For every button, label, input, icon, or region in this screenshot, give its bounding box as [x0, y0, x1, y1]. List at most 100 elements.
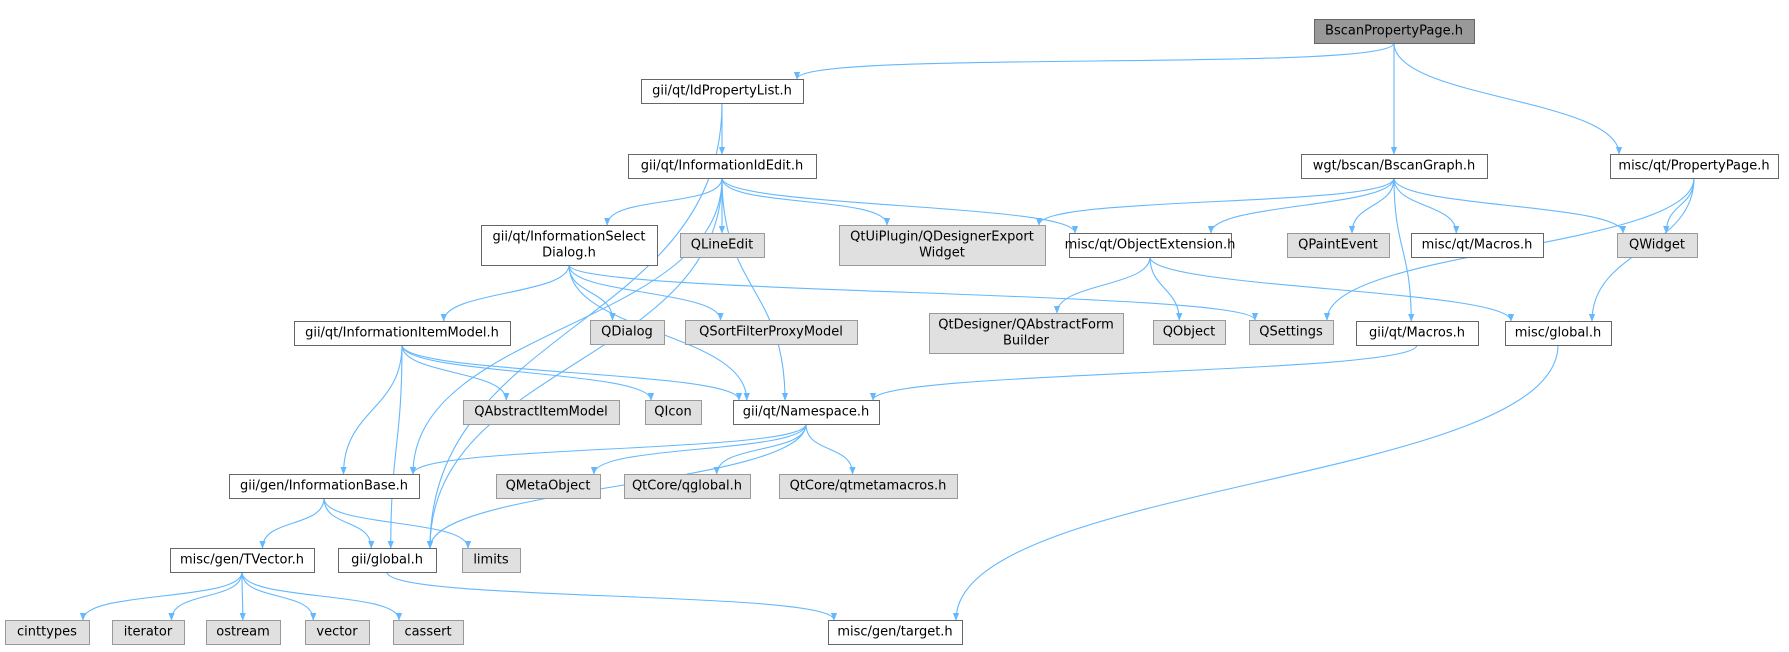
node-box [1153, 320, 1226, 345]
node-qicon[interactable]: QIcon [645, 400, 702, 425]
edge-information-item-model-h-to-qicon [401, 344, 655, 401]
edge-namespace-h-to-qglobal-h [713, 423, 807, 475]
node-information-item-model-h[interactable]: gii/qt/InformationItemModel.h [294, 321, 511, 346]
edge-information-select-dialog-h-to-information-item-model-h [440, 264, 570, 322]
edge-namespace-h-to-information-base-h [409, 423, 807, 475]
node-id-property-list-h[interactable]: gii/qt/IdPropertyList.h [641, 79, 804, 104]
node-box [338, 548, 437, 573]
edge-object-extension-h-to-qobject [1149, 256, 1183, 321]
edge-tvector-h-to-iterator [168, 571, 243, 621]
node-property-page-h[interactable]: misc/qt/PropertyPage.h [1610, 154, 1779, 179]
node-gii-qt-macros-h[interactable]: gii/qt/Macros.h [1356, 321, 1479, 346]
node-label: limits [473, 553, 509, 568]
node-label: QIcon [654, 405, 691, 420]
node-box [1411, 233, 1544, 258]
node-box [839, 225, 1046, 266]
edge-bscan-graph-h-to-qpaint-event [1348, 177, 1395, 234]
node-misc-global-h[interactable]: misc/global.h [1505, 321, 1612, 346]
node-label: misc/gen/target.h [837, 625, 952, 640]
node-iterator[interactable]: iterator [112, 620, 185, 645]
node-label: Widget [919, 246, 965, 261]
node-object-extension-h[interactable]: misc/qt/ObjectExtension.h [1065, 233, 1236, 258]
edge-information-item-model-h-to-information-base-h [340, 344, 403, 475]
node-label: QWidget [1629, 238, 1685, 253]
node-target-h[interactable]: misc/gen/target.h [828, 620, 963, 645]
node-qsettings[interactable]: QSettings [1249, 320, 1334, 345]
node-label: QtCore/qtmetamacros.h [790, 479, 947, 494]
edge-information-id-edit-h-to-object-extension-h [721, 177, 1079, 234]
node-label: QPaintEvent [1298, 238, 1378, 253]
node-label: gii/qt/IdPropertyList.h [652, 84, 792, 99]
node-box [645, 400, 702, 425]
node-cinttypes[interactable]: cinttypes [5, 620, 90, 645]
node-vector[interactable]: vector [305, 620, 370, 645]
node-box [1249, 320, 1334, 345]
node-label: Dialog.h [542, 246, 596, 261]
node-box [206, 620, 281, 645]
node-qwidget[interactable]: QWidget [1617, 233, 1698, 258]
edge-bscan-graph-h-to-gii-qt-macros-h [1393, 177, 1415, 322]
node-misc-qt-macros-h[interactable]: misc/qt/Macros.h [1411, 233, 1544, 258]
node-qobject[interactable]: QObject [1153, 320, 1226, 345]
node-qmeta-object[interactable]: QMetaObject [496, 474, 601, 499]
node-qpaint-event[interactable]: QPaintEvent [1287, 233, 1390, 258]
node-qabstract-item-model[interactable]: QAbstractItemModel [463, 400, 620, 425]
node-ostream[interactable]: ostream [206, 620, 281, 645]
node-label: QAbstractItemModel [474, 405, 607, 420]
edge-information-base-h-to-limits [323, 497, 472, 549]
edge-bscan-graph-h-to-object-extension-h [1207, 177, 1395, 234]
edge-information-id-edit-h-to-information-base-h [409, 177, 723, 475]
node-label: QSettings [1259, 325, 1323, 340]
node-limits[interactable]: limits [462, 548, 521, 573]
node-box [5, 620, 90, 645]
node-information-id-edit-h[interactable]: gii/qt/InformationIdEdit.h [628, 154, 817, 179]
node-qtmetamacros-h[interactable]: QtCore/qtmetamacros.h [779, 474, 958, 499]
node-label: QtDesigner/QAbstractForm [938, 318, 1114, 333]
node-box [1301, 154, 1488, 179]
node-namespace-h[interactable]: gii/qt/Namespace.h [733, 400, 880, 425]
node-cassert[interactable]: cassert [393, 620, 464, 645]
edge-bscan-graph-h-to-misc-qt-macros-h [1393, 177, 1460, 234]
edge-information-item-model-h-to-namespace-h [401, 344, 743, 401]
node-box [680, 233, 765, 258]
node-label: QSortFilterProxyModel [699, 325, 843, 340]
node-box [1287, 233, 1390, 258]
node-label: QDialog [601, 325, 653, 340]
node-tvector-h[interactable]: misc/gen/TVector.h [170, 548, 315, 573]
node-bscan-graph-h[interactable]: wgt/bscan/BscanGraph.h [1301, 154, 1488, 179]
node-label: cinttypes [17, 625, 77, 640]
node-qsort-filter-proxy-model[interactable]: QSortFilterProxyModel [685, 320, 858, 345]
node-bscan-property-page-h[interactable]: BscanPropertyPage.h [1314, 19, 1475, 44]
node-information-base-h[interactable]: gii/gen/InformationBase.h [229, 474, 420, 499]
node-label: gii/qt/InformationItemModel.h [305, 326, 499, 341]
node-qdialog[interactable]: QDialog [590, 320, 665, 345]
edge-gii-qt-macros-h-to-namespace-h [869, 344, 1418, 401]
edge-property-page-h-to-qwidget [1663, 177, 1695, 234]
node-box [1356, 321, 1479, 346]
node-label: ostream [216, 625, 270, 640]
edge-namespace-h-to-qmeta-object [590, 423, 807, 475]
edge-information-base-h-to-tvector-h [259, 497, 325, 549]
node-box [305, 620, 370, 645]
node-label: QtUiPlugin/QDesignerExport [850, 230, 1034, 245]
edge-tvector-h-to-vector [241, 571, 317, 621]
node-box [462, 548, 521, 573]
node-box [496, 474, 601, 499]
node-qline-edit[interactable]: QLineEdit [680, 233, 765, 258]
node-label: misc/gen/TVector.h [180, 553, 304, 568]
node-qglobal-h[interactable]: QtCore/qglobal.h [624, 474, 751, 499]
node-box [641, 79, 804, 104]
edge-information-base-h-to-gii-global-h [323, 497, 375, 549]
node-layer: BscanPropertyPage.h gii/qt/IdPropertyList… [5, 19, 1779, 645]
edge-bscan-graph-h-to-qdesigner-export-widget [1035, 177, 1395, 226]
node-gii-global-h[interactable]: gii/global.h [338, 548, 437, 573]
node-box [1505, 321, 1612, 346]
node-label: misc/qt/Macros.h [1422, 238, 1533, 253]
edge-tvector-h-to-cinttypes [79, 571, 243, 621]
node-label: cassert [404, 625, 451, 640]
edge-information-id-edit-h-to-qdesigner-export-widget [721, 177, 891, 226]
